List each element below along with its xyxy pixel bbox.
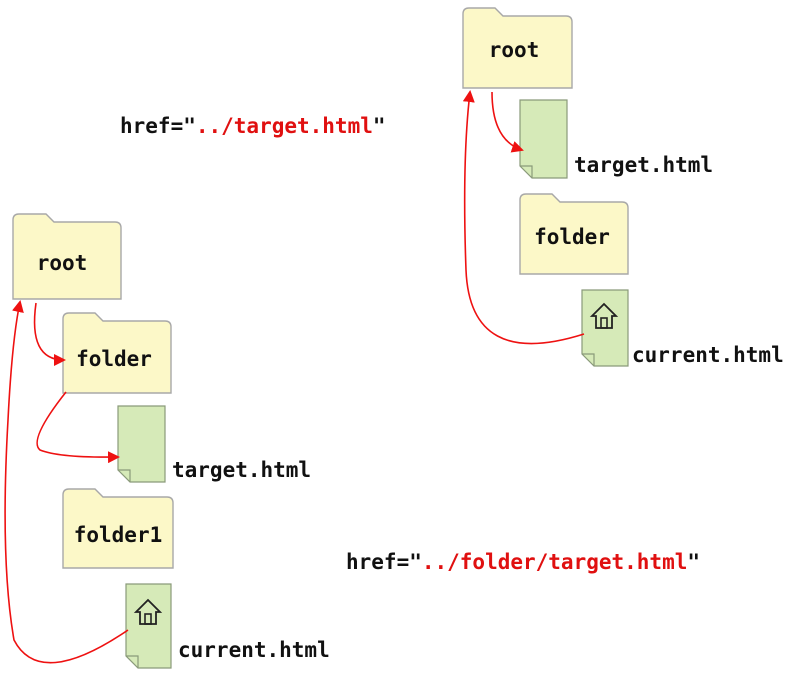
arrow-current-to-root	[4, 300, 129, 664]
arrow-folder-to-target	[36, 391, 120, 464]
home-icon	[589, 302, 619, 329]
root-label: root	[37, 251, 88, 275]
target-label: target.html	[172, 458, 311, 482]
folder-label: folder	[76, 347, 152, 371]
current-label: current.html	[178, 638, 330, 662]
target-label: target.html	[574, 153, 713, 177]
current-file-bottom: current.html	[125, 583, 330, 669]
href-attribute-bottom: href="../folder/target.html"	[346, 550, 700, 574]
example-bottom: href="../folder/target.html" root folder…	[4, 213, 700, 669]
folder1-label: folder1	[74, 523, 163, 547]
target-file-top: target.html	[519, 99, 713, 179]
folder-bottom: folder	[62, 312, 172, 394]
arrow-root-to-folder	[33, 302, 66, 366]
example-top: href="../target.html" root target.html f…	[120, 7, 784, 367]
home-icon	[133, 598, 163, 625]
current-file-top: current.html	[581, 289, 784, 367]
target-file-bottom: target.html	[117, 405, 311, 483]
folder1-bottom: folder1	[62, 488, 174, 569]
folder-label: folder	[534, 225, 610, 249]
arrow-root-to-target	[491, 91, 524, 153]
root-folder-top: root	[462, 7, 573, 89]
href-attribute-top: href="../target.html"	[120, 114, 386, 138]
folder-top: folder	[519, 193, 629, 275]
current-label: current.html	[632, 343, 784, 367]
arrow-current-to-root	[462, 90, 585, 345]
root-label: root	[489, 38, 540, 62]
root-folder-bottom: root	[12, 213, 122, 300]
